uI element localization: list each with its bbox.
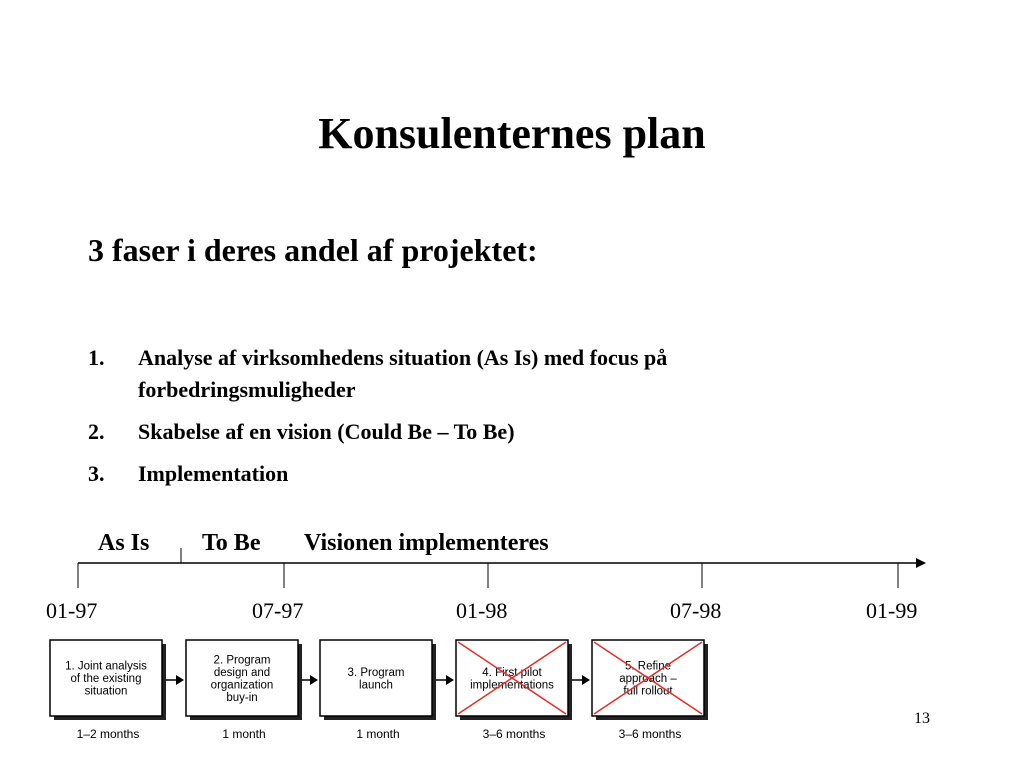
step-box-text: situation: [85, 686, 128, 698]
flow-arrow-head: [582, 675, 590, 685]
flow-arrow-head: [446, 675, 454, 685]
strike-line: [593, 641, 703, 715]
step-box-text: 4. First pilot: [482, 667, 542, 679]
tick-label: 01-97: [46, 598, 98, 623]
strike-line: [457, 641, 567, 715]
list-item-number: 2.: [88, 419, 105, 444]
flow-arrow-head: [310, 675, 318, 685]
page-number: 13: [914, 710, 930, 727]
list-item-number: 1.: [88, 345, 105, 370]
tick-label: 01-99: [866, 598, 918, 623]
step-duration: 1 month: [222, 727, 265, 741]
step-box-text: full rollout: [623, 686, 673, 698]
step-duration: 3–6 months: [483, 727, 546, 741]
timeline-arrowhead: [916, 558, 926, 568]
flow-arrow-head: [176, 675, 184, 685]
step-box-text: design and: [214, 667, 270, 679]
list-item-text: Skabelse af en vision (Could Be – To Be): [138, 419, 515, 444]
step-box-text: launch: [359, 679, 393, 691]
slide-subtitle: 3 faser i deres andel af projektet:: [88, 232, 538, 268]
step-box: [319, 639, 433, 717]
step-box: [185, 639, 299, 717]
list-item-number: 3.: [88, 461, 105, 486]
step-box-text: of the existing: [71, 673, 142, 685]
step-box-text: implementations: [470, 679, 554, 691]
phase-list: 1. Analyse af virksomhedens situation (A…: [88, 342, 888, 500]
phase-label-to-be: To Be: [202, 530, 261, 556]
tick-label: 07-97: [252, 598, 304, 623]
list-item-text: Analyse af virksomhedens situation (As I…: [138, 345, 668, 402]
phase-label-implementation: Visionen implementeres: [304, 530, 549, 556]
tick-label: 07-98: [670, 598, 722, 623]
step-box-text: buy-in: [226, 692, 257, 704]
tick-label: 01-98: [456, 598, 508, 623]
step-box: [49, 639, 163, 717]
slide-title: Konsulenternes plan: [318, 109, 706, 158]
step-box-text: 3. Program: [348, 667, 405, 679]
step-box-text: 1. Joint analysis: [65, 661, 147, 673]
step-duration: 3–6 months: [619, 727, 682, 741]
list-item: 2. Skabelse af en vision (Could Be – To …: [88, 416, 888, 448]
list-item: 3. Implementation: [88, 458, 888, 490]
list-item: 1. Analyse af virksomhedens situation (A…: [88, 342, 888, 406]
step-duration: 1–2 months: [77, 727, 140, 741]
step-box-text: organization: [211, 679, 274, 691]
list-item-text: Implementation: [138, 461, 289, 486]
phase-label-as-is: As Is: [98, 530, 150, 556]
step-box-text: 2. Program: [214, 654, 271, 666]
step-duration: 1 month: [356, 727, 399, 741]
